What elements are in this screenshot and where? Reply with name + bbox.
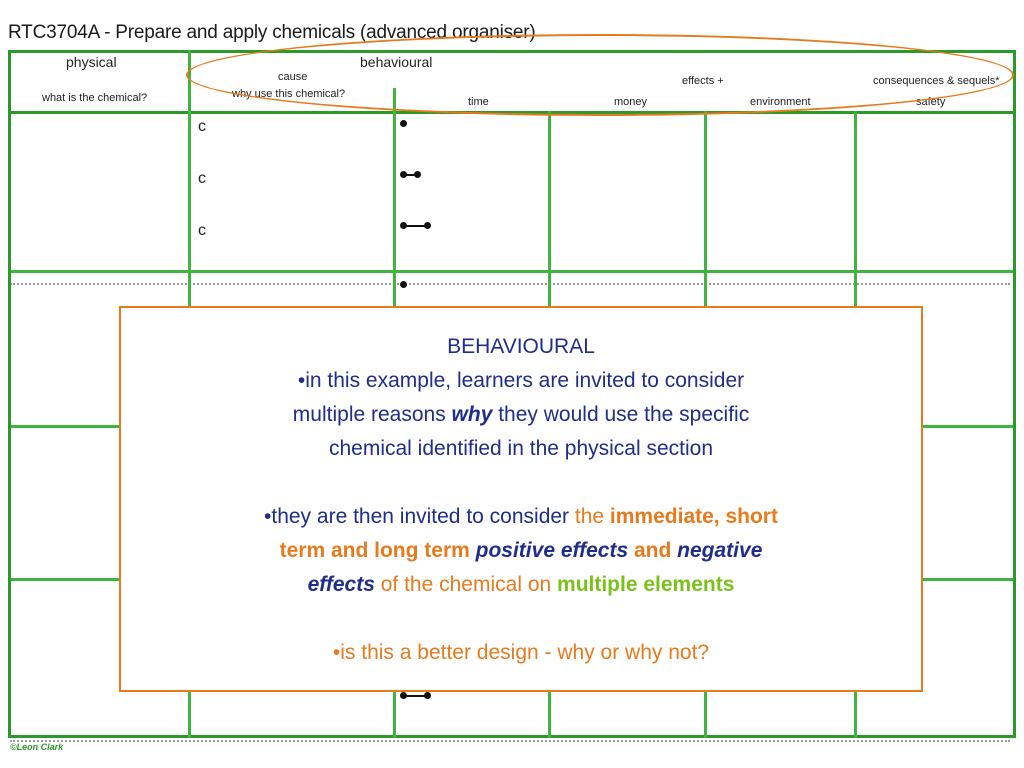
callout-text-green: multiple elements [557,573,735,596]
callout-emphasis-negative: negative [677,539,763,562]
cause-marker: c [198,118,206,135]
callout-text-orange: the [574,505,610,528]
header-what-is: what is the chemical? [42,92,148,104]
dotted-separator [10,740,1010,742]
callout-text: •in this example, learners are invited t… [297,369,745,392]
grid-col-left [8,50,11,738]
explanation-callout: BEHAVIOURAL •in this example, learners a… [119,306,923,692]
time-dot-immediate [400,120,407,127]
callout-emphasis-positive: positive effects [475,539,629,562]
time-dot-long [424,692,431,699]
time-dot-immediate [400,281,407,288]
grid-line-bottom [8,735,1016,738]
callout-text: chemical identified in the physical sect… [328,437,714,460]
time-dot-short [400,171,407,178]
cause-marker: c [198,222,206,239]
callout-text-orange: of the chemical on [374,573,558,596]
callout-emphasis-why: why [451,403,493,426]
spacer [121,602,921,636]
dotted-separator [10,283,1010,285]
callout-text-orange-bold: immediate, short [609,505,778,528]
header-physical: physical [66,54,117,70]
cause-marker: c [198,170,206,187]
callout-heading: BEHAVIOURAL [447,335,595,358]
callout-emphasis-effects: effects [307,573,375,596]
callout-text: they would use the specific [492,403,750,426]
callout-paragraph-1: •in this example, learners are invited t… [121,364,921,466]
spacer [121,466,921,500]
grid-line-row1 [8,270,1016,273]
time-segment-long [404,225,426,227]
page-title: RTC3704A - Prepare and apply chemicals (… [8,22,536,43]
callout-text: •they are then invited to consider [264,505,575,528]
time-dot-short [414,171,421,178]
callout-text: multiple reasons [292,403,452,426]
time-dot-long [400,222,407,229]
time-segment-long [404,695,426,697]
author-logo: ©Leon Clark [10,742,64,752]
time-segment-short [404,174,416,176]
callout-paragraph-2: •they are then invited to consider the i… [121,500,921,602]
time-dot-long [400,692,407,699]
header-highlight-ellipse [186,34,1014,116]
time-dot-long [424,222,431,229]
callout-text-orange-bold: term and long term [279,539,476,562]
grid-col-right [1013,50,1016,738]
callout-paragraph-3: •is this a better design - why or why no… [332,641,710,664]
callout-text-orange-bold: and [628,539,678,562]
